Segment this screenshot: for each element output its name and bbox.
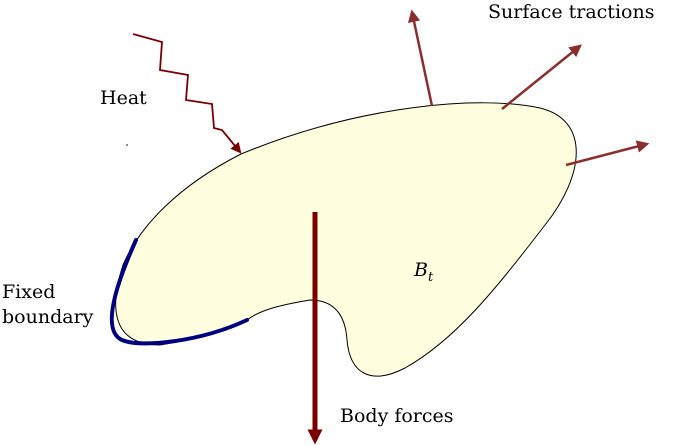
surface-tractions-label: Surface tractions <box>488 1 654 23</box>
body-symbol-subscript: t <box>428 270 434 285</box>
fixed-boundary-curve <box>109 238 249 346</box>
fixed-boundary-label-line1: Fixed <box>2 281 55 303</box>
dot-mark <box>126 144 128 146</box>
fixed-boundary-label-line2: boundary <box>2 306 94 328</box>
body-forces-label: Body forces <box>340 405 454 427</box>
traction-arrow-upper-right <box>501 44 582 110</box>
body-symbol: B <box>413 259 428 281</box>
heat-zigzag-arrow-icon <box>132 33 242 154</box>
traction-arrow-right <box>565 140 650 167</box>
body-symbol-label: Bt <box>413 259 434 285</box>
body-region <box>115 102 577 377</box>
traction-arrow-top <box>407 9 434 107</box>
heat-label: Heat <box>100 87 147 109</box>
